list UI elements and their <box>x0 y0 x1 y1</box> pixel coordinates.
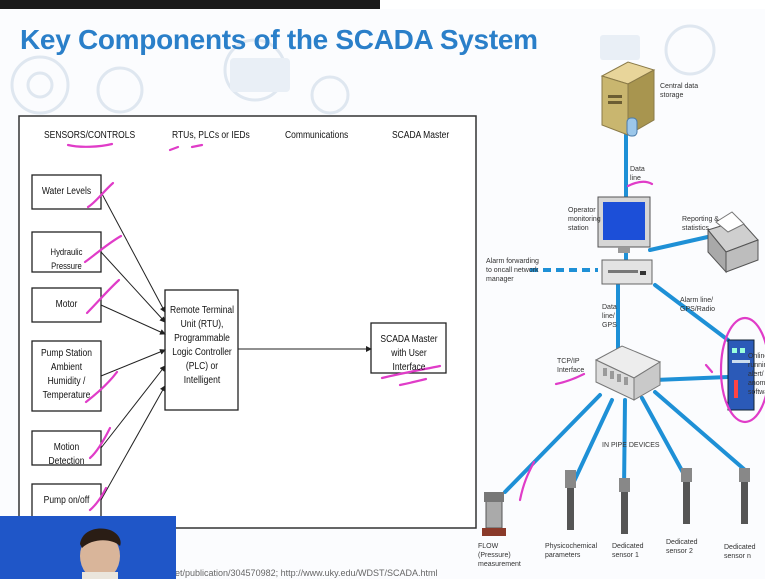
label-data-line-top: Data line <box>630 166 645 182</box>
flow-meter-icon <box>482 492 506 536</box>
label-in-pipe: IN PIPE DEVICES <box>602 442 660 449</box>
sensor1-probe-icon <box>619 478 630 534</box>
link-plc-online <box>653 375 730 382</box>
label-alarm-forwarding: Alarm forwarding to oncall network manag… <box>486 258 539 283</box>
header-master: SCADA Master <box>392 130 450 141</box>
rtu-box <box>164 289 239 411</box>
plc-rack-icon <box>594 345 662 401</box>
link-plc-sensor1 <box>622 398 627 492</box>
label-physico: Physicochemical parameters <box>545 543 598 559</box>
label-online: Online running alert/ anomaly software <box>748 353 765 396</box>
sensor-box-hydraulic <box>31 231 102 273</box>
label-flow: FLOW (Pressure) measurement <box>478 543 521 568</box>
source-footer: et/publication/304570982; http://www.uky… <box>175 568 438 578</box>
sensor-box-motion <box>31 430 102 466</box>
label-operator-station: Operator monitoring station <box>568 207 601 232</box>
label-central-storage: Central data storage <box>660 83 699 99</box>
link-plc-flow <box>503 393 602 494</box>
sensor-label-motor: Motor <box>55 299 78 310</box>
right-annotation-marks <box>518 180 765 502</box>
sensor-label-water-levels: Water Levels <box>41 186 92 197</box>
header-communications: Communications <box>285 130 349 141</box>
link-operator-printer <box>648 234 714 252</box>
monitor-icon <box>597 196 653 285</box>
header-rtus: RTUs, PLCs or IEDs <box>172 130 250 141</box>
server-icon <box>600 61 656 137</box>
slide-title: Key Components of the SCADA System <box>20 24 538 55</box>
sensorn-probe-icon <box>739 468 750 524</box>
label-tcpip: TCP/IP Interface <box>557 358 585 374</box>
label-sensor2: Dedicated sensor 2 <box>666 539 698 555</box>
link-plc-sensorn <box>653 390 747 472</box>
link-plc-sensor2 <box>640 396 688 480</box>
alert-device-icon <box>727 339 755 411</box>
sensor-box-pump-onoff <box>31 483 102 519</box>
link-base-online <box>653 283 730 342</box>
sensor-label-pump-onoff: Pump on/off <box>43 495 90 506</box>
header-sensors: SENSORS/CONTROLS <box>44 130 136 141</box>
webcam-overlay <box>0 516 176 579</box>
annotation-marks <box>66 142 442 512</box>
sensor-label-hydraulic: Hydraulic Pressure <box>50 247 83 271</box>
top-band-dark <box>0 0 380 9</box>
sensor-label-pump-station: Pump Station Ambient Humidity / Temperat… <box>40 348 93 401</box>
rtu-label: Remote Terminal Unit (RTU), Programmable… <box>169 305 235 386</box>
sensor-box-motor <box>31 287 102 323</box>
sensor-box-water-levels <box>31 174 102 210</box>
label-alarm-line: Alarm line/ GPS/Radio <box>680 297 716 313</box>
physico-probe-icon <box>565 470 576 530</box>
link-plc-physico <box>568 398 614 492</box>
label-data-line-gps: Data line/ GPS <box>602 304 617 329</box>
printer-icon <box>707 211 759 274</box>
presenter-icon <box>80 528 121 579</box>
label-sensor1: Dedicated sensor 1 <box>612 543 644 559</box>
sensor-label-motion: Motion Detection <box>48 442 85 467</box>
label-sensorn: Dedicated sensor n <box>724 544 756 560</box>
master-label: SCADA Master with User Interface <box>380 334 438 373</box>
label-reporting: Reporting & statistics <box>682 216 719 232</box>
master-box <box>370 322 447 374</box>
sensor2-probe-icon <box>681 468 692 524</box>
